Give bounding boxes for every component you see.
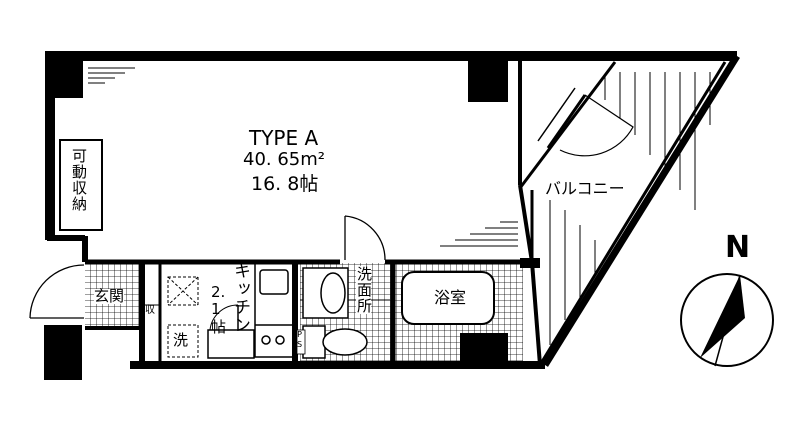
column-top-left: [45, 52, 83, 98]
kitchen-label: キッチン: [230, 262, 250, 334]
storage-closet: [59, 139, 103, 231]
north-label: N: [725, 230, 751, 265]
column-top-middle: [468, 52, 508, 102]
kitchen-size-label: 2. 1帖: [211, 283, 227, 336]
room-door: [344, 215, 386, 261]
washroom-fixtures: [302, 267, 368, 359]
balcony-label: バルコニー: [545, 179, 625, 198]
interior-walls: [85, 259, 530, 365]
fridge-space: [167, 276, 199, 306]
balcony: [518, 59, 737, 366]
entrance-label: 玄関: [94, 287, 125, 305]
storage-label: 可動収納: [70, 148, 88, 212]
unit-type: TYPE A: [249, 126, 319, 150]
bath-label: 浴室: [434, 288, 467, 307]
column-bottom-left: [44, 325, 82, 380]
shoe-storage-label: 収: [145, 305, 155, 316]
balcony-door: [537, 87, 634, 157]
entrance-door: [29, 264, 85, 319]
unit-tatami: 16. 8帖: [251, 173, 319, 195]
unit-area: 40. 65m²: [243, 149, 326, 170]
pipe-space: [296, 329, 306, 355]
washer-space: [167, 324, 199, 358]
pipe-space-label: PS: [295, 330, 304, 350]
balcony-hatching: [549, 72, 711, 345]
compass: [680, 273, 774, 367]
washroom-label: 洗面所: [355, 266, 373, 314]
kitchen-counter: [207, 261, 294, 359]
column-bottom-middle: [460, 333, 508, 367]
washer-label: 洗: [173, 331, 189, 349]
window-hatching: [88, 67, 518, 247]
